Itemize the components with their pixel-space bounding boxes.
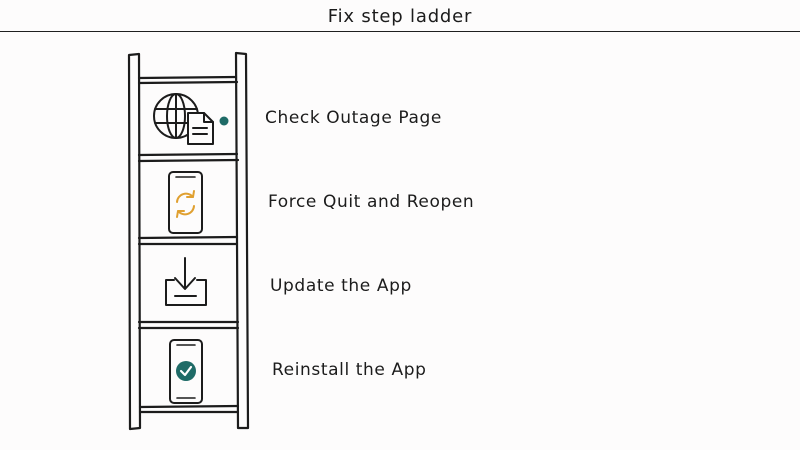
- step-label-check-outage-page: Check Outage Page: [265, 108, 442, 128]
- ladder-rungs: [137, 75, 240, 414]
- ladder-left-rail: [127, 52, 142, 431]
- status-dot: [219, 116, 229, 126]
- header-bar: Fix step ladder: [0, 0, 800, 32]
- globe-document-icon: [153, 93, 214, 145]
- page-title: Fix step ladder: [327, 5, 473, 27]
- download-tray-icon: [165, 257, 207, 306]
- phone-check-icon: [169, 339, 203, 404]
- step-label-reinstall-the-app: Reinstall the App: [272, 360, 427, 380]
- step-label-force-quit-and-reopen: Force Quit and Reopen: [268, 192, 475, 212]
- ladder-right-rail: [234, 51, 250, 430]
- phone-refresh-icon: [168, 171, 203, 234]
- step-label-update-the-app: Update the App: [270, 276, 412, 296]
